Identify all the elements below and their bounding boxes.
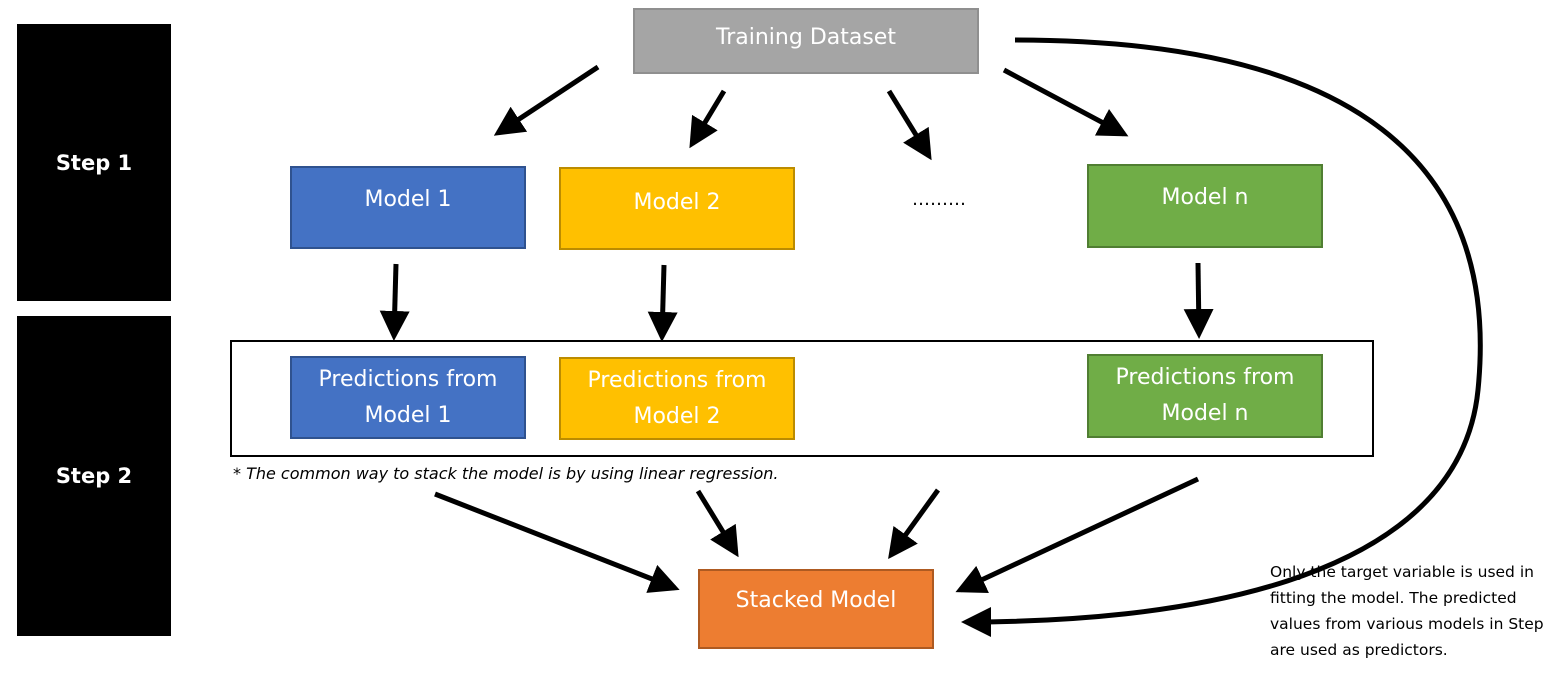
arrow-model-n-to-predictions [1183, 262, 1214, 339]
step-1-label: Step 1 [17, 24, 171, 301]
arrow-model-1-to-predictions [379, 263, 410, 341]
arrow-dataset-to-model-1 [493, 64, 600, 136]
model-n-label: Model n [1161, 185, 1249, 210]
training-dataset-box: Training Dataset [633, 8, 979, 74]
arrow-model-2-to-predictions [647, 264, 678, 342]
arrow-dataset-target-to-stacked [961, 37, 1483, 637]
arrow-dataset-to-model-n [1002, 67, 1129, 137]
model-1-box: Model 1 [290, 166, 526, 249]
linear-regression-note: * The common way to stack the model is b… [233, 464, 779, 483]
step-1-text: Step 1 [55, 150, 133, 175]
stacked-model-label: Stacked Model [735, 588, 897, 613]
predictions-model-2-box: Predictions from Model 2 [559, 357, 795, 440]
predictions-model-n-box: Predictions from Model n [1087, 354, 1323, 438]
arrow-pred-n-to-stacked [955, 476, 1200, 594]
side-explanation-note: Only the target variable is used in fitt… [1270, 563, 1548, 659]
arrow-pred-2-to-stacked [695, 489, 739, 558]
step-2-label: Step 2 [17, 316, 171, 636]
more-models-ellipsis: ……… [912, 189, 966, 210]
arrow-pred-mid-to-stacked [888, 488, 941, 560]
predictions-model-n-line1: Predictions from [1115, 365, 1295, 390]
model-2-box: Model 2 [559, 167, 795, 250]
predictions-model-2-line2: Model 2 [633, 403, 721, 429]
arrow-pred-1-to-stacked [434, 491, 680, 593]
step-2-text: Step 2 [55, 464, 133, 488]
model-n-box: Model n [1087, 164, 1323, 248]
arrow-dataset-to-ellipsis [886, 89, 932, 161]
predictions-model-n-line2: Model n [1161, 401, 1249, 426]
stacked-model-box: Stacked Model [698, 569, 934, 649]
predictions-model-1-line1: Predictions from [318, 366, 498, 392]
training-dataset-label: Training Dataset [716, 25, 896, 50]
arrow-dataset-to-model-2 [689, 89, 727, 149]
model-2-label: Model 2 [633, 190, 721, 215]
predictions-model-1-box: Predictions from Model 1 [290, 356, 526, 439]
predictions-model-1-line2: Model 1 [364, 402, 452, 428]
predictions-model-2-line1: Predictions from [587, 367, 767, 393]
model-1-label: Model 1 [364, 187, 452, 212]
